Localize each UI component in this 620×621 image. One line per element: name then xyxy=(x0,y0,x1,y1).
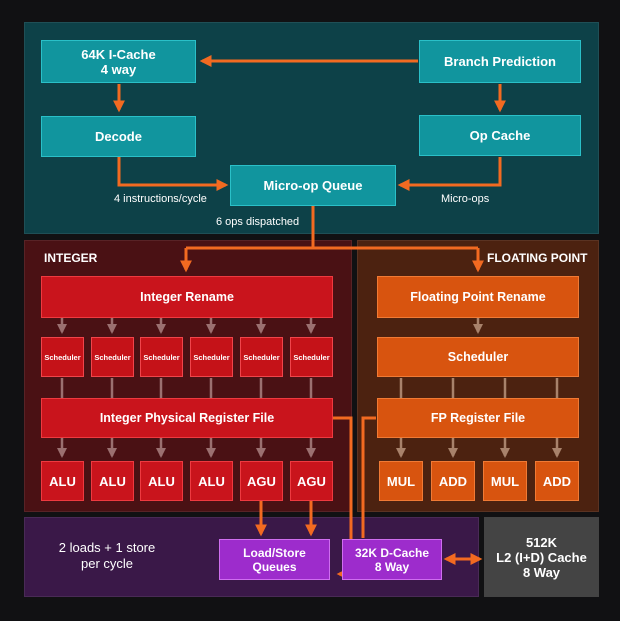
icache-box: 64K I-Cache 4 way xyxy=(41,40,196,83)
instructions-per-cycle-label: 4 instructions/cycle xyxy=(114,193,207,205)
alu-unit-4: ALU xyxy=(190,461,233,501)
alu-unit-2: ALU xyxy=(91,461,134,501)
integer-scheduler-5: Scheduler xyxy=(240,337,283,377)
integer-rename-box: Integer Rename xyxy=(41,276,333,318)
integer-scheduler-6: Scheduler xyxy=(290,337,333,377)
micro-ops-label: Micro-ops xyxy=(441,193,490,205)
integer-title: INTEGER xyxy=(44,251,98,265)
agu-unit-2: AGU xyxy=(290,461,333,501)
integer-scheduler-2: Scheduler xyxy=(91,337,134,377)
dcache-box: 32K D-Cache 8 Way xyxy=(342,539,442,580)
integer-scheduler-1: Scheduler xyxy=(41,337,84,377)
l2-cache-box: 512K L2 (I+D) Cache 8 Way xyxy=(484,517,599,597)
fp-scheduler-box: Scheduler xyxy=(377,337,579,377)
integer-scheduler-3: Scheduler xyxy=(140,337,183,377)
micro-op-queue-box: Micro-op Queue xyxy=(230,165,396,206)
add-unit-1: ADD xyxy=(431,461,475,501)
mul-unit-2: MUL xyxy=(483,461,527,501)
floating-point-title: FLOATING POINT xyxy=(487,251,588,265)
fp-register-file-box: FP Register File xyxy=(377,398,579,438)
integer-scheduler-4: Scheduler xyxy=(190,337,233,377)
alu-unit-3: ALU xyxy=(140,461,183,501)
op-cache-box: Op Cache xyxy=(419,115,581,156)
ops-dispatched-label: 6 ops dispatched xyxy=(216,216,300,228)
alu-unit-1: ALU xyxy=(41,461,84,501)
add-unit-2: ADD xyxy=(535,461,579,501)
integer-register-file-box: Integer Physical Register File xyxy=(41,398,333,438)
agu-unit-1: AGU xyxy=(240,461,283,501)
fp-rename-box: Floating Point Rename xyxy=(377,276,579,318)
load-store-queues-box: Load/Store Queues xyxy=(219,539,330,580)
decode-box: Decode xyxy=(41,116,196,157)
branch-prediction-box: Branch Prediction xyxy=(419,40,581,83)
mul-unit-1: MUL xyxy=(379,461,423,501)
loads-stores-per-cycle-label: 2 loads + 1 store per cycle xyxy=(58,540,156,571)
